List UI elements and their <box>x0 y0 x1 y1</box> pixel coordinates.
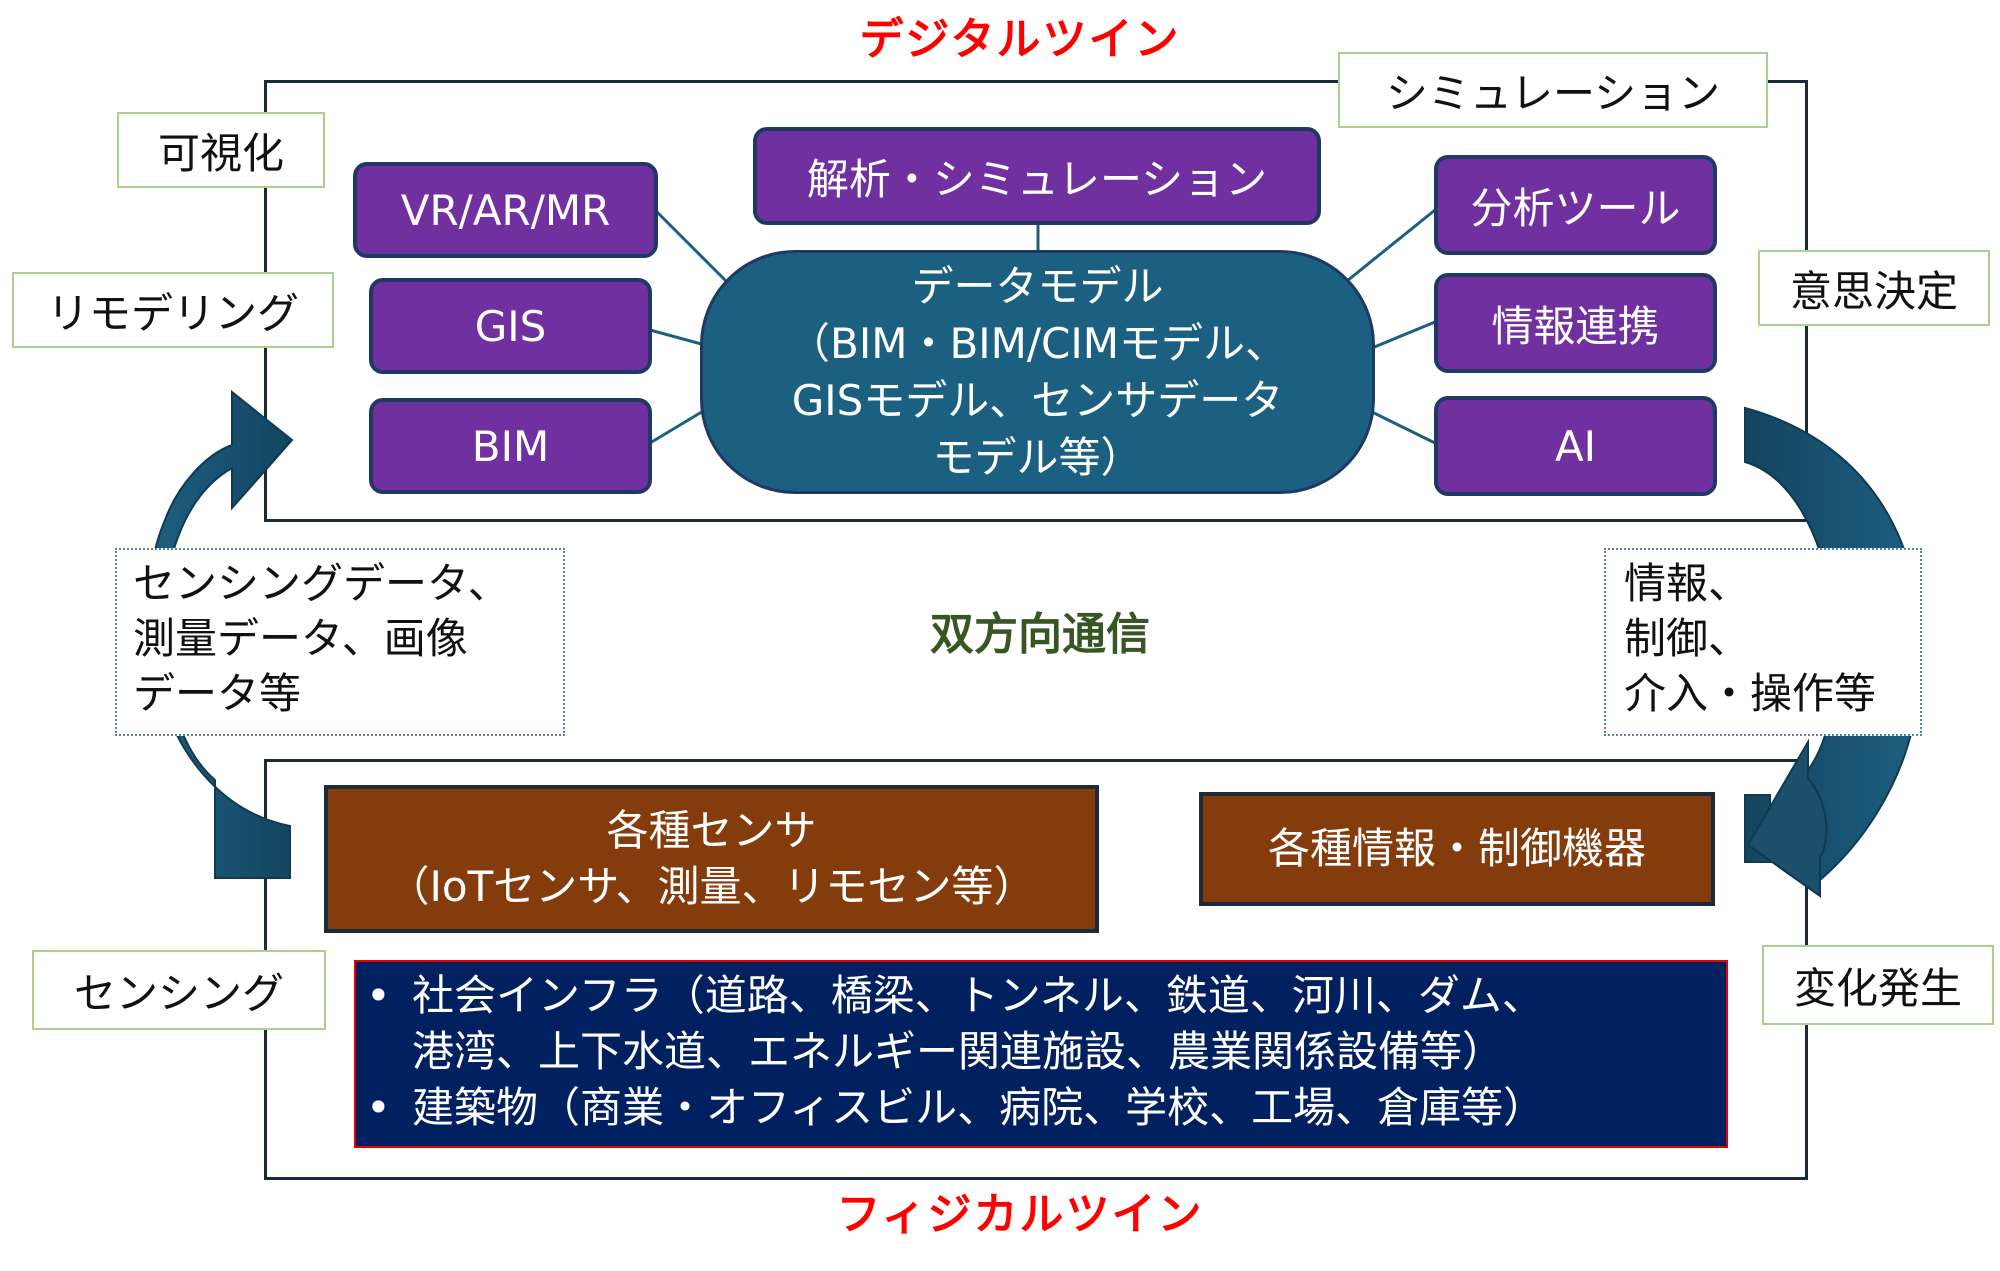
info-linkage-box: 情報連携 <box>1434 273 1717 373</box>
bullet-icon: • <box>366 971 391 1020</box>
visualization-label: 可視化 <box>117 112 325 188</box>
connector-bim <box>649 408 706 445</box>
infrastructure-box: • 社会インフラ（道路、橋梁、トンネル、鉄道、河川、ダム、 港湾、上下水道、エネ… <box>354 960 1728 1148</box>
connector-info <box>1371 320 1436 350</box>
data-model-capsule: データモデル （BIM・BIM/CIMモデル、 GISモデル、センサデータ モデ… <box>700 250 1375 494</box>
connector-ai <box>1371 410 1436 445</box>
bidirectional-communication-label: 双方向通信 <box>930 609 1150 660</box>
change-occurs-label: 変化発生 <box>1762 945 1994 1025</box>
control-info-line-1: 情報、 <box>1624 559 1751 608</box>
gis-box: GIS <box>369 278 652 374</box>
control-info-line-2: 制御、 <box>1624 614 1751 663</box>
physical-twin-title: フィジカルツイン <box>836 1189 1204 1240</box>
connector-tools <box>1341 208 1436 287</box>
control-info-box: 情報、 制御、 介入・操作等 <box>1604 548 1922 736</box>
connector-vr <box>653 208 732 287</box>
infra-item-social-line-2: 港湾、上下水道、エネルギー関連施設、農業関係設備等） <box>412 1027 1505 1076</box>
connector-gis <box>649 328 706 347</box>
analysis-tools-box: 分析ツール <box>1434 155 1717 255</box>
sensors-line-1: 各種センサ <box>606 806 817 855</box>
sensing-data-line-1: センシングデータ、 <box>133 559 510 608</box>
ai-box: AI <box>1434 396 1717 496</box>
data-model-line-4: モデル等） <box>932 433 1143 482</box>
data-model-line-1: データモデル <box>911 262 1164 311</box>
sensing-data-line-3: データ等 <box>133 669 302 718</box>
vr-ar-mr-box: VR/AR/MR <box>353 162 658 258</box>
bim-box: BIM <box>369 398 652 494</box>
decision-label: 意思決定 <box>1758 250 1990 326</box>
devices-box: 各種情報・制御機器 <box>1199 792 1715 906</box>
infra-item-buildings: • 建築物（商業・オフィスビル、病院、学校、工場、倉庫等） <box>366 1080 1726 1136</box>
right-flow-arrowhead <box>1746 738 1828 898</box>
sensing-data-line-2: 測量データ、画像 <box>133 614 468 663</box>
infra-item-social-line-1: 社会インフラ（道路、橋梁、トンネル、鉄道、河川、ダム、 <box>412 971 1544 1020</box>
control-info-line-3: 介入・操作等 <box>1624 669 1877 718</box>
sensing-label: センシング <box>32 950 326 1030</box>
infra-item-social: • 社会インフラ（道路、橋梁、トンネル、鉄道、河川、ダム、 港湾、上下水道、エネ… <box>366 968 1726 1080</box>
analysis-simulation-box: 解析・シミュレーション <box>753 127 1321 225</box>
sensors-box: 各種センサ （IoTセンサ、測量、リモセン等） <box>324 785 1099 933</box>
simulation-label: シミュレーション <box>1338 52 1768 128</box>
sensing-data-box: センシングデータ、 測量データ、画像 データ等 <box>115 548 565 736</box>
bullet-icon: • <box>366 1083 391 1132</box>
data-model-line-2: （BIM・BIM/CIMモデル、 <box>788 319 1287 368</box>
data-model-line-3: GISモデル、センサデータ <box>791 376 1284 425</box>
infra-item-buildings-line: 建築物（商業・オフィスビル、病院、学校、工場、倉庫等） <box>412 1083 1546 1132</box>
digital-twin-title: デジタルツイン <box>859 14 1181 65</box>
sensors-line-2: （IoTセンサ、測量、リモセン等） <box>387 862 1036 911</box>
remodeling-label: リモデリング <box>12 272 334 348</box>
